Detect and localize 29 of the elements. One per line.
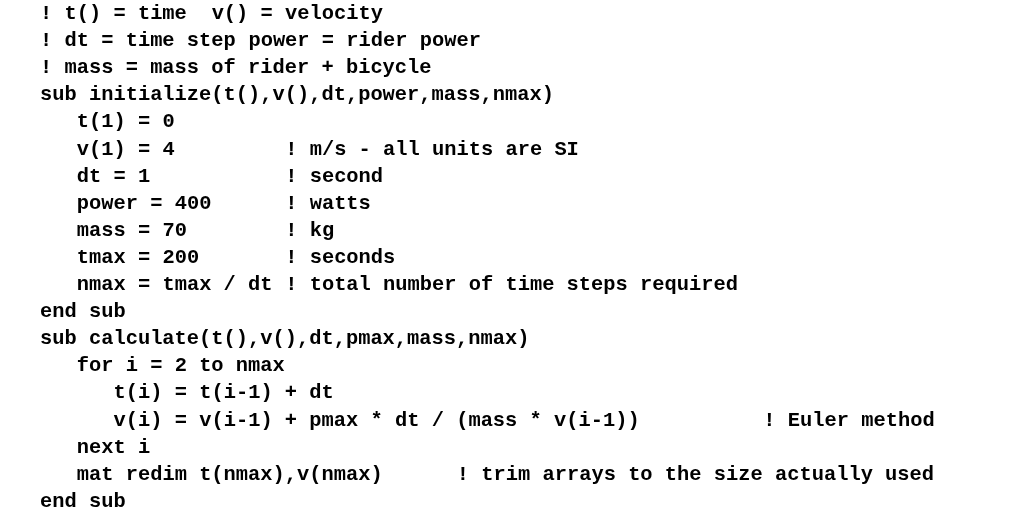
code-line: dt = 1 [76,164,151,189]
code-line: next i [76,435,151,460]
code-line: sub initialize(t(),v(),dt,power,mass,nmax) [40,83,554,108]
code-line: v(i) = v(i-1) + pmax * dt / (mass * v(i-1)) [113,408,640,433]
code-line: power = rider power [248,29,481,54]
code-comment: ! watts [285,191,371,216]
code-comment: ! total number of time steps required [285,273,738,297]
code-comment: ! trim arrays to the size actually used [456,462,935,487]
code-comment: ! kg [285,218,335,243]
code-line: t(i) = t(i-1) + dt [113,381,334,406]
code-line: for i = 2 to nmax [76,354,285,379]
code-line: v() = velocity [211,2,383,26]
code-line: end sub [40,489,126,514]
code-line: mass = 70 [76,218,187,243]
code-line: tmax = 200 [76,245,200,270]
code-comment: ! dt = time step [40,29,236,54]
code-line: end sub [40,300,126,325]
code-line: nmax = tmax / dt [76,273,273,297]
code-line: mat redim t(nmax),v(nmax) [76,462,383,487]
code-comment: ! seconds [285,245,396,270]
code-comment: ! mass = mass of rider + bicycle [40,56,432,81]
code-comment: ! t() = time [40,2,187,26]
code-comment: ! second [285,164,384,189]
code-line: t(1) = 0 [76,110,175,135]
code-comment: ! m/s - all units are SI [285,137,579,162]
code-comment: ! Euler method [763,408,935,433]
code-line: power = 400 [76,191,212,216]
code-line: v(1) = 4 [76,137,175,162]
code-line: sub calculate(t(),v(),dt,pmax,mass,nmax) [40,327,530,352]
